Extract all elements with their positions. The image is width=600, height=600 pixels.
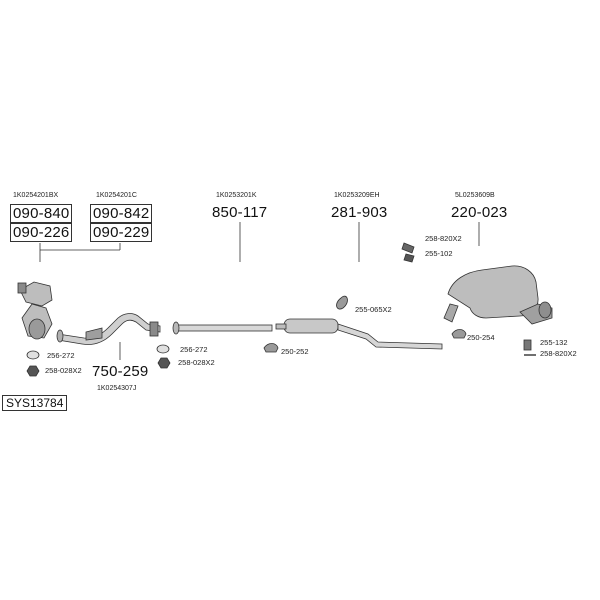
oem-label-centre-pipe: 1K0253201K	[216, 192, 257, 199]
gasket-icon	[156, 344, 170, 354]
part-number-front-pipe[interactable]: 750-259	[92, 363, 149, 380]
small-part-label[interactable]: 258-028X2	[178, 358, 215, 367]
part-number-middle-silencer[interactable]: 281-903	[331, 204, 388, 221]
leader-lines	[39, 222, 480, 360]
part-number-box[interactable]: 090-840	[10, 204, 73, 223]
small-part-label[interactable]: 258-820X2	[425, 234, 462, 243]
oem-label-group-2: 1K0254201C	[96, 192, 137, 199]
clamp-icon	[336, 295, 348, 310]
middle-silencer	[275, 318, 443, 350]
oem-label-front-pipe: 1K0254307J	[97, 385, 137, 392]
part-number-centre-pipe[interactable]: 850-117	[212, 204, 268, 221]
clamp-icon	[451, 329, 467, 339]
hardware-icons	[26, 242, 536, 377]
small-part-label[interactable]: 256-272	[47, 351, 75, 360]
part-number-box[interactable]: 090-226	[10, 223, 73, 242]
nut-icon	[26, 365, 40, 377]
small-part-label[interactable]: 258-028X2	[45, 366, 82, 375]
centre-pipe	[172, 321, 273, 335]
nut-icon	[157, 357, 171, 369]
hanger-icon	[403, 253, 415, 263]
catalytic-converter	[17, 281, 53, 340]
part-number-rear-silencer[interactable]: 220-023	[451, 204, 508, 221]
small-part-label[interactable]: 255-065X2	[355, 305, 392, 314]
gasket-icon	[26, 350, 40, 360]
clamp-icon	[263, 343, 279, 353]
oem-label-group-1: 1K0254201BX	[13, 192, 59, 199]
rubber-mount-icon	[401, 242, 415, 254]
system-code-box: SYS13784	[2, 395, 68, 411]
rear-silencer	[443, 265, 553, 325]
rubber-mount-icon	[523, 339, 532, 351]
small-part-label[interactable]: 250-254	[467, 333, 495, 342]
small-part-label[interactable]: 258-820X2	[540, 349, 577, 358]
small-part-label[interactable]: 256-272	[180, 345, 208, 354]
part-number-box[interactable]: 090-229	[90, 223, 153, 242]
oem-label-middle-silencer: 1K0253209EH	[334, 192, 380, 199]
part-number-box[interactable]: 090-842	[90, 204, 153, 223]
small-part-label[interactable]: 250-252	[281, 347, 309, 356]
oem-label-rear-silencer: 5L0253609B	[455, 192, 495, 199]
small-part-label[interactable]: 255-102	[425, 249, 453, 258]
front-pipe	[56, 313, 161, 345]
small-part-label[interactable]: 255-132	[540, 338, 568, 347]
